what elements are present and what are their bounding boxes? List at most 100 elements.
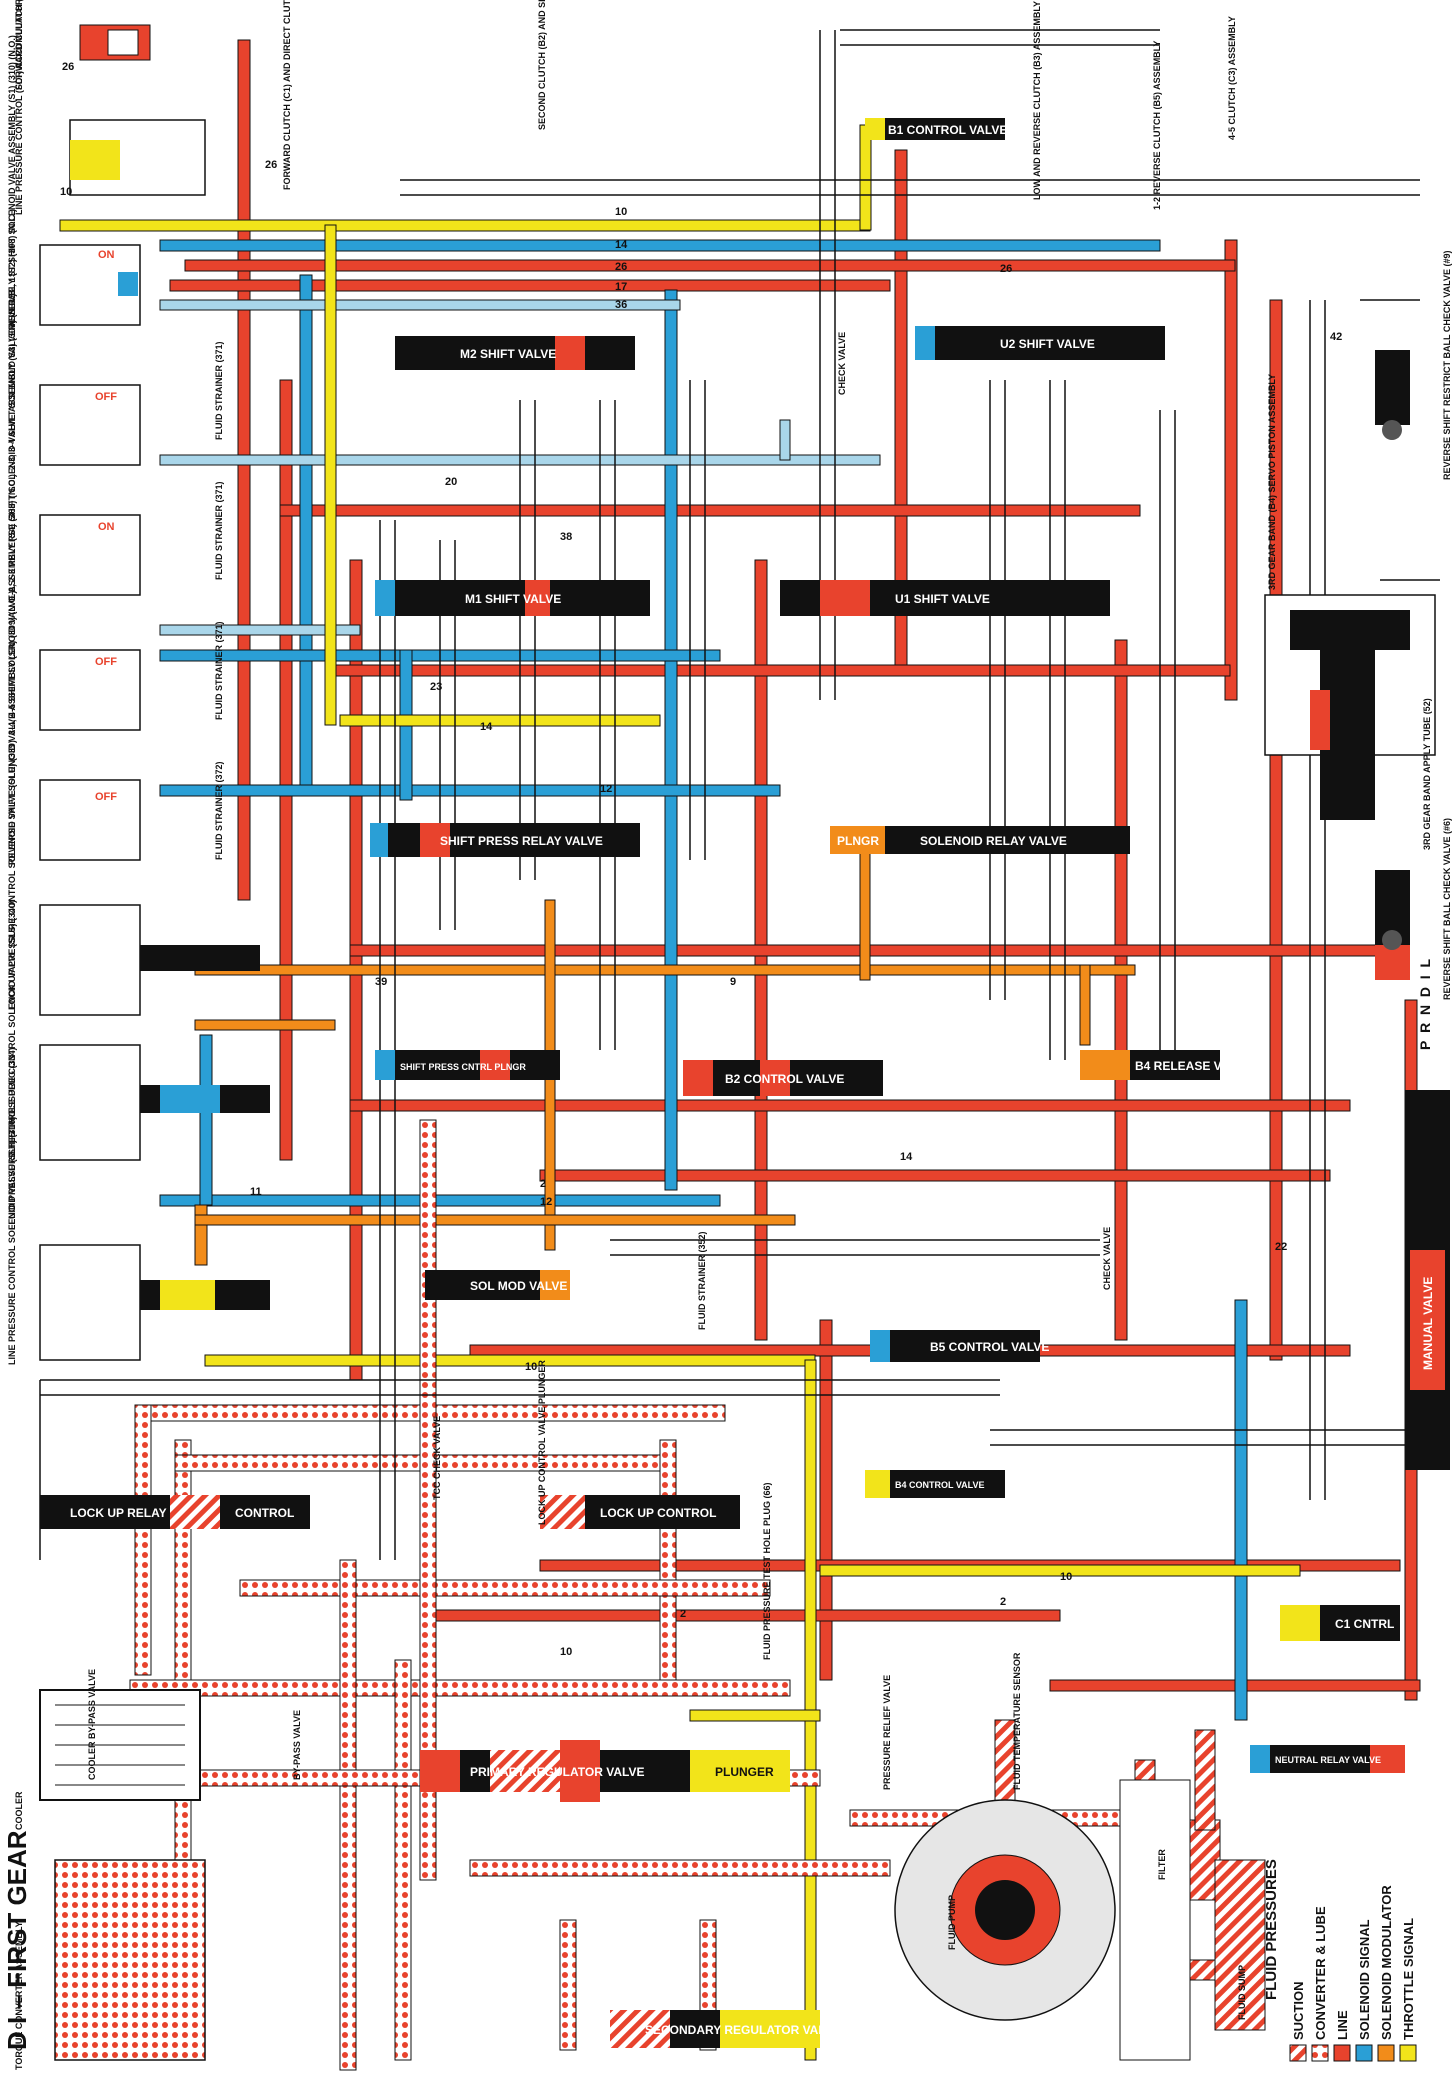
line-pressure-circuit bbox=[169, 39, 1421, 1701]
svg-text:26: 26 bbox=[615, 261, 627, 273]
svg-text:SECOND CLUTCH (B2) AND SECOND: SECOND CLUTCH (B2) AND SECOND COAST CLUT… bbox=[537, 0, 547, 130]
prndl-indicator: P R N D I L bbox=[1417, 959, 1433, 1050]
b2-control-valve: B2 CONTROL VALVE bbox=[683, 1060, 883, 1096]
svg-text:LOCK UP RELAY: LOCK UP RELAY bbox=[70, 1506, 167, 1520]
svg-text:THROTTLE SIGNAL: THROTTLE SIGNAL bbox=[1401, 1918, 1416, 2040]
svg-text:SHIFT PRESSURE CONTROL SOLENOI: SHIFT PRESSURE CONTROL SOLENOID VALVE (S… bbox=[7, 900, 17, 1155]
svg-text:1-2, 2-3 REVERSE SHIFT SOLENOI: 1-2, 2-3 REVERSE SHIFT SOLENOID VALVE AS… bbox=[7, 294, 17, 600]
svg-text:C1 CNTRL: C1 CNTRL bbox=[1335, 1617, 1394, 1631]
svg-text:FLUID STRAINER (352): FLUID STRAINER (352) bbox=[697, 1231, 707, 1330]
b4-release-valve: B4 RELEASE VALVE bbox=[1080, 1050, 1252, 1080]
svg-text:38: 38 bbox=[560, 531, 572, 543]
svg-text:SOL MOD VALVE: SOL MOD VALVE bbox=[470, 1279, 567, 1293]
u2-shift-valve: U2 SHIFT VALVE bbox=[915, 326, 1165, 360]
solenoid-s1: ON bbox=[39, 244, 141, 326]
cooler bbox=[39, 1689, 201, 1801]
component-labels: FORWARD CLUTCH (C1) ACCUMULATOR LINE PRE… bbox=[7, 0, 1452, 2070]
svg-text:10: 10 bbox=[525, 1361, 537, 1373]
svg-text:MANUAL VALVE: MANUAL VALVE bbox=[1421, 1277, 1435, 1370]
lock-up-control-valve: LOCK UP CONTROL bbox=[540, 1495, 740, 1529]
svg-text:10: 10 bbox=[560, 1646, 572, 1658]
svg-text:26: 26 bbox=[265, 159, 277, 171]
svg-text:3RD GEAR BAND APPLY TUBE (52): 3RD GEAR BAND APPLY TUBE (52) bbox=[1422, 698, 1432, 850]
svg-text:SOLENOID RELAY VALVE: SOLENOID RELAY VALVE bbox=[920, 834, 1067, 848]
svg-text:CHECK VALVE: CHECK VALVE bbox=[837, 332, 847, 395]
svg-text:OFF: OFF bbox=[95, 656, 117, 668]
svg-text:P R N D I L: P R N D I L bbox=[1417, 959, 1433, 1050]
svg-text:M1 SHIFT VALVE: M1 SHIFT VALVE bbox=[465, 592, 561, 606]
b5-control-valve: B5 CONTROL VALVE bbox=[870, 1330, 1049, 1362]
svg-text:FLUID STRAINER (372): FLUID STRAINER (372) bbox=[214, 761, 224, 860]
legend-converter-lube: CONVERTER & LUBE bbox=[1311, 1906, 1329, 2062]
svg-text:2: 2 bbox=[540, 1178, 546, 1190]
svg-text:COOLER: COOLER bbox=[14, 1791, 24, 1830]
passage-numbers: 26 26 10 10 14 26 17 36 26 20 38 23 14 1… bbox=[60, 61, 1342, 1658]
svg-text:LOCK UP CONTROL VALVE PLUNGER: LOCK UP CONTROL VALVE PLUNGER bbox=[537, 1360, 547, 1525]
svg-text:LINE PRESSURE CONTROL (SLT) AC: LINE PRESSURE CONTROL (SLT) ACCUMULATOR bbox=[14, 0, 24, 215]
svg-text:LINE: LINE bbox=[1335, 2010, 1350, 2040]
svg-text:M2 SHIFT VALVE: M2 SHIFT VALVE bbox=[460, 347, 556, 361]
svg-text:REVERSE SHIFT BALL CHECK VALVE: REVERSE SHIFT BALL CHECK VALVE (#6) bbox=[1442, 818, 1452, 1000]
legend-solenoid-modulator: SOLENOID MODULATOR bbox=[1377, 1885, 1395, 2062]
svg-text:OFF: OFF bbox=[95, 391, 117, 403]
lock-up-relay-valve: LOCK UP RELAY CONTROL bbox=[40, 1495, 310, 1529]
slt-accumulator bbox=[69, 119, 206, 196]
reverse-shift-restrict-check bbox=[1375, 350, 1410, 440]
svg-text:39: 39 bbox=[375, 976, 387, 988]
manual-valve: MANUAL VALVE bbox=[1405, 1090, 1450, 1470]
svg-text:FLUID SUMP: FLUID SUMP bbox=[1237, 1965, 1247, 2020]
svg-text:FLUID STRAINER (371): FLUID STRAINER (371) bbox=[214, 341, 224, 440]
svg-text:CHECK VALVE: CHECK VALVE bbox=[1102, 1227, 1112, 1290]
valve-bodies: B1 CONTROL VALVE M2 SHIFT VALVE U2 SHIFT… bbox=[40, 118, 1405, 2048]
secondary-regulator-valve: SECONDARY REGULATOR VALVE bbox=[610, 2010, 841, 2048]
svg-text:LOCK UP CONTROL: LOCK UP CONTROL bbox=[600, 1506, 716, 1520]
svg-text:FORWARD CLUTCH (C1) ACCUMULATO: FORWARD CLUTCH (C1) ACCUMULATOR bbox=[14, 0, 24, 90]
svg-text:SOLENOID SIGNAL: SOLENOID SIGNAL bbox=[1357, 1919, 1372, 2040]
exhaust-passages bbox=[39, 29, 1440, 1560]
svg-text:FORWARD CLUTCH (C1) AND DIRECT: FORWARD CLUTCH (C1) AND DIRECT CLUTCH (C… bbox=[282, 0, 292, 190]
c1-cntrl-valve: C1 CNTRL bbox=[1280, 1605, 1400, 1641]
svg-text:LOCK UP PRESSURE CONTROL SOLEN: LOCK UP PRESSURE CONTROL SOLENOID VALVE … bbox=[7, 740, 17, 1010]
reverse-shift-ball-check bbox=[1375, 870, 1410, 980]
m1-shift-valve: M1 SHIFT VALVE bbox=[375, 580, 650, 616]
solenoid-sls bbox=[39, 1044, 270, 1161]
svg-text:U1 SHIFT VALVE: U1 SHIFT VALVE bbox=[895, 592, 990, 606]
svg-text:SUCTION: SUCTION bbox=[1291, 1982, 1306, 2041]
svg-text:12: 12 bbox=[600, 783, 612, 795]
svg-text:FLUID STRAINER (371): FLUID STRAINER (371) bbox=[214, 481, 224, 580]
svg-text:ON: ON bbox=[98, 249, 115, 261]
svg-text:CONVERTER & LUBE: CONVERTER & LUBE bbox=[1313, 1906, 1328, 2040]
torque-converter bbox=[54, 1859, 206, 2061]
primary-regulator-valve: PRIMARY REGULATOR VALVE PLUNGER bbox=[420, 1740, 790, 1802]
b1-control-valve: B1 CONTROL VALVE bbox=[865, 118, 1007, 140]
svg-text:B4 RELEASE VALVE: B4 RELEASE VALVE bbox=[1135, 1059, 1252, 1073]
shift-press-relay-valve: SHIFT PRESS RELAY VALVE bbox=[370, 823, 640, 857]
svg-text:9: 9 bbox=[730, 976, 736, 988]
svg-text:ON: ON bbox=[98, 521, 115, 533]
svg-text:11: 11 bbox=[250, 1186, 262, 1198]
svg-text:PRIMARY REGULATOR VALVE: PRIMARY REGULATOR VALVE bbox=[470, 1765, 644, 1779]
solenoid-slu bbox=[39, 904, 260, 1016]
legend-throttle-signal: THROTTLE SIGNAL bbox=[1399, 1918, 1417, 2062]
svg-text:PLNGR: PLNGR bbox=[837, 834, 879, 848]
svg-text:FLUID PRESSURE TEST HOLE PLUG: FLUID PRESSURE TEST HOLE PLUG (334) bbox=[7, 1047, 17, 1230]
m2-shift-valve: M2 SHIFT VALVE bbox=[395, 336, 635, 370]
svg-text:17: 17 bbox=[615, 281, 627, 293]
svg-text:14: 14 bbox=[615, 239, 628, 251]
svg-text:10: 10 bbox=[1060, 1571, 1072, 1583]
svg-text:1-2 REVERSE CLUTCH (B5) ASSEMB: 1-2 REVERSE CLUTCH (B5) ASSEMBLY bbox=[1152, 41, 1162, 210]
svg-text:14: 14 bbox=[480, 721, 493, 733]
c1-accumulator bbox=[79, 24, 151, 61]
svg-text:LOW AND REVERSE CLUTCH (B3) AS: LOW AND REVERSE CLUTCH (B3) ASSEMBLY bbox=[1032, 1, 1042, 200]
svg-text:LINE PRESSURE CONTROL SOLENOID: LINE PRESSURE CONTROL SOLENOID VALVE (SL… bbox=[7, 1117, 17, 1365]
solenoid-slt bbox=[39, 1244, 270, 1361]
svg-text:FLUID STRAINER (371): FLUID STRAINER (371) bbox=[214, 621, 224, 720]
svg-text:TORQUE CONVERTER ASSEMBLY: TORQUE CONVERTER ASSEMBLY bbox=[14, 1921, 24, 2070]
svg-text:26: 26 bbox=[1000, 263, 1012, 275]
legend: FLUID PRESSURES SUCTION CONVERTER & LUBE… bbox=[1263, 1859, 1417, 2062]
svg-text:42: 42 bbox=[1330, 331, 1342, 343]
svg-text:B4 CONTROL VALVE: B4 CONTROL VALVE bbox=[895, 1480, 985, 1490]
svg-text:4-5 CLUTCH (C3) ASSEMBLY: 4-5 CLUTCH (C3) ASSEMBLY bbox=[1227, 16, 1237, 140]
solenoid-relay-valve: PLNGR SOLENOID RELAY VALVE bbox=[830, 826, 1130, 854]
svg-text:FLUID TEMPERATURE SENSOR: FLUID TEMPERATURE SENSOR bbox=[1012, 1652, 1022, 1790]
